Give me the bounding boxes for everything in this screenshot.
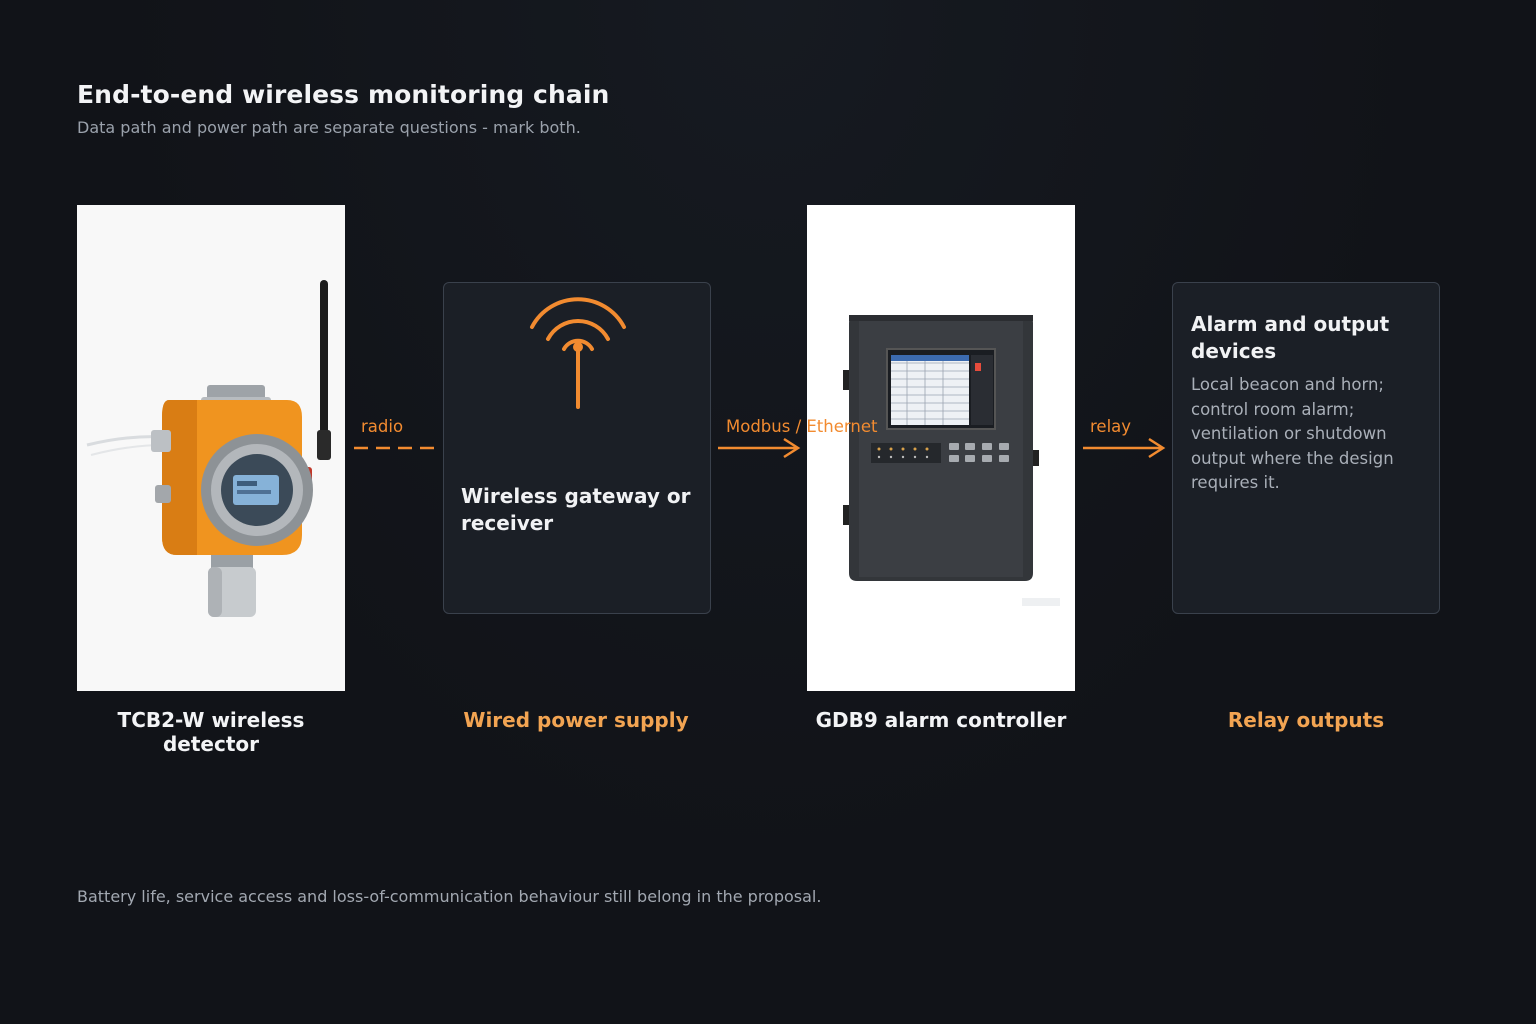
alarm-description: Local beacon and horn; control room alar… xyxy=(1191,375,1394,492)
alarm-heading: Alarm and output devices xyxy=(1191,312,1390,363)
alarm-controller-image xyxy=(843,315,1060,606)
controller-photo-panel xyxy=(807,205,1075,691)
footer-note: Battery life, service access and loss-of… xyxy=(77,887,822,906)
gateway-heading: Wireless gateway or receiver xyxy=(461,484,691,535)
caption-controller: GDB9 alarm controller xyxy=(815,708,1067,732)
caption-gateway-power: Wired power supply xyxy=(463,708,689,732)
gas-detector-image xyxy=(86,280,331,617)
detector-photo-panel xyxy=(77,205,345,691)
modbus-arrow-head xyxy=(783,437,801,459)
gateway-card: Wireless gateway or receiver xyxy=(443,282,711,614)
alarm-output-card: Alarm and output devices Local beacon an… xyxy=(1172,282,1440,614)
connector-label-modbus: Modbus / Ethernet xyxy=(726,417,878,436)
caption-detector: TCB2-W wireless detector xyxy=(117,708,305,756)
page-title: End-to-end wireless monitoring chain xyxy=(77,80,610,109)
wireless-signal-icon xyxy=(530,297,626,409)
connector-label-radio: radio xyxy=(361,417,404,436)
connector-label-relay: relay xyxy=(1090,417,1132,436)
page-subtitle: Data path and power path are separate qu… xyxy=(77,118,581,137)
caption-relay-outputs: Relay outputs xyxy=(1227,708,1385,732)
relay-arrow-head xyxy=(1148,437,1166,459)
